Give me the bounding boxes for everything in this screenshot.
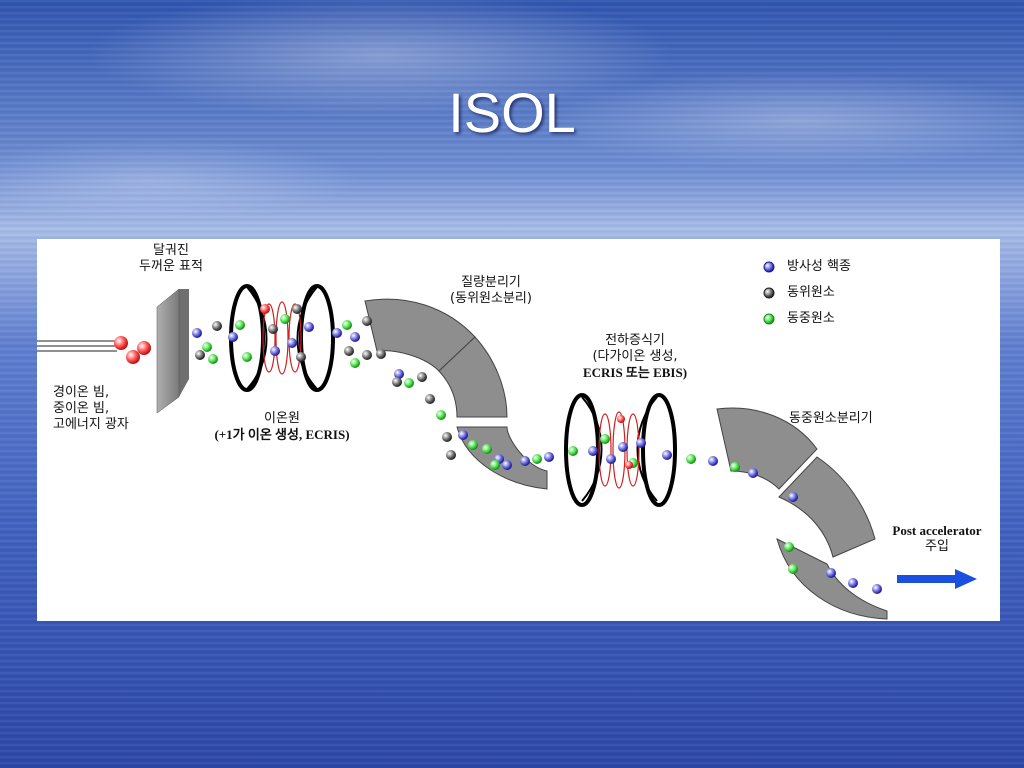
isol-diagram: 달궈진 두꺼운 표적 경이온 빔, 중이온 빔, 고에너지 광자 이온원 (+1…	[37, 239, 1000, 621]
isobar-separator-label: 동중원소분리기	[789, 411, 873, 426]
ion-source	[229, 284, 335, 392]
beam-particle	[126, 350, 140, 364]
beam-label: 경이온 빔, 중이온 빔, 고에너지 광자	[53, 385, 129, 433]
beam-label-line-2: 중이온 빔,	[53, 401, 110, 416]
charge-breeder-label-line-3: ECRIS 또는 EBIS)	[582, 365, 688, 380]
target-label-line-2: 두꺼운 표적	[139, 259, 203, 274]
post-accelerator-arrow	[897, 569, 977, 589]
beam-label-line-1: 경이온 빔,	[53, 385, 110, 400]
post-accelerator-label-line-1: Post accelerator	[892, 523, 982, 538]
mass-separator-label-line-2: (동위원소분리)	[450, 291, 532, 306]
primary-beam	[37, 336, 151, 364]
slide-title: ISOL	[448, 81, 576, 144]
legend-isotope-icon	[763, 287, 775, 299]
mass-separator-label: 질량분리기 (동위원소분리)	[421, 275, 561, 307]
ion-source-label-line-2: (+1가 이온 생성, ECRIS)	[214, 427, 350, 442]
legend-radioactive-label: 방사성 핵종	[787, 259, 851, 274]
target-label-line-1: 달궈진	[153, 243, 189, 258]
mass-separator-label-line-1: 질량분리기	[461, 275, 521, 290]
beam-particle	[137, 341, 151, 355]
ion-source-label-line-1: 이온원	[264, 411, 300, 426]
legend-markers	[763, 261, 775, 325]
charge-breeder-label-line-1: 전하증식기	[605, 333, 665, 348]
mass-separator-magnet	[364, 298, 548, 490]
legend-radioactive-icon	[763, 261, 775, 273]
ion-source-label: 이온원 (+1가 이온 생성, ECRIS)	[187, 411, 377, 443]
legend-isotope-label: 동위원소	[787, 285, 835, 300]
charge-breeder-label: 전하증식기 (다가이온 생성, ECRIS 또는 EBIS)	[555, 333, 715, 381]
particle-stream	[192, 304, 882, 594]
isobar-separator-magnet	[716, 407, 888, 620]
legend-isobar-icon	[763, 313, 775, 325]
post-accelerator-label-line-2: 주입	[925, 539, 949, 554]
target-block	[156, 288, 189, 414]
charge-breeder	[564, 393, 677, 507]
target-label: 달궈진 두꺼운 표적	[131, 243, 211, 275]
post-accelerator-label: Post accelerator 주입	[879, 523, 995, 555]
diagram-graphics	[37, 261, 977, 620]
beam-label-line-3: 고에너지 광자	[53, 417, 129, 432]
legend-isobar-label: 동중원소	[787, 311, 835, 326]
charge-breeder-label-line-2: (다가이온 생성,	[592, 349, 678, 364]
beam-particle	[114, 336, 128, 350]
